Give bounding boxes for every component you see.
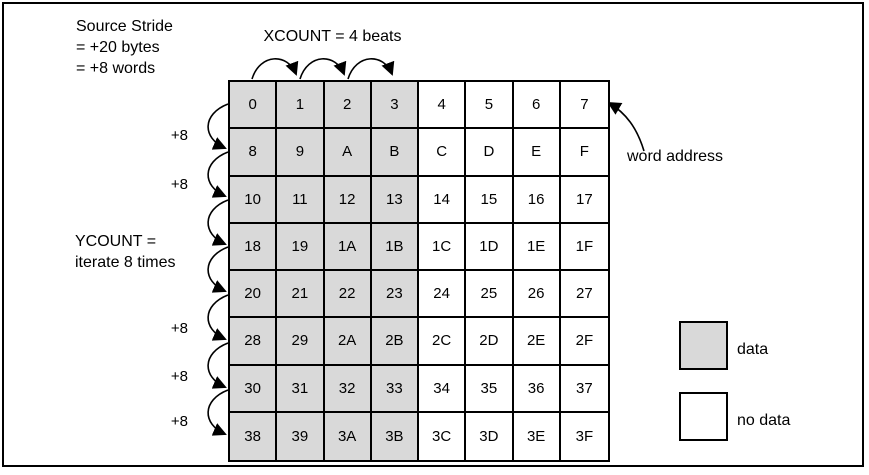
grid-cell-2D: 2D (466, 318, 514, 366)
legend-swatch-no-data (679, 392, 728, 441)
grid-cell-32: 32 (324, 365, 372, 413)
grid-cell-3A: 3A (324, 412, 372, 460)
grid-cell-16: 16 (513, 176, 561, 224)
grid-cell-11: 11 (277, 176, 325, 224)
grid-cell-8: 8 (230, 129, 278, 177)
grid-cell-34: 34 (419, 365, 467, 413)
grid-cell-20: 20 (230, 271, 278, 319)
grid-cell-5: 5 (466, 82, 514, 130)
grid-cell-3F: 3F (560, 412, 608, 460)
grid-cell-33: 33 (371, 365, 419, 413)
grid-cell-3B: 3B (371, 412, 419, 460)
grid-cell-3D: 3D (466, 412, 514, 460)
grid-cell-B: B (371, 129, 419, 177)
grid-cell-3: 3 (371, 82, 419, 130)
grid-cell-39: 39 (277, 412, 325, 460)
source-stride-line-3: = +8 words (76, 60, 156, 77)
grid-cell-0: 0 (230, 82, 278, 130)
source-stride-line-1: Source Stride (76, 18, 173, 35)
row-stride-label-5: +8 (170, 413, 188, 430)
grid-cell-A: A (324, 129, 372, 177)
grid-cell-2B: 2B (371, 318, 419, 366)
grid-cell-25: 25 (466, 271, 514, 319)
row-stride-label-4: +8 (170, 368, 188, 385)
xcount-label: XCOUNT = 4 beats (263, 28, 402, 45)
grid-cell-18: 18 (230, 223, 278, 271)
grid-cell-37: 37 (560, 365, 608, 413)
grid-cell-F: F (560, 129, 608, 177)
grid-cell-2: 2 (324, 82, 372, 130)
grid-cell-2C: 2C (419, 318, 467, 366)
grid-cell-1B: 1B (371, 223, 419, 271)
grid-cell-35: 35 (466, 365, 514, 413)
grid-cell-2F: 2F (560, 318, 608, 366)
grid-cell-6: 6 (513, 82, 561, 130)
legend-item-no-data: no data (679, 392, 790, 441)
grid-cell-23: 23 (371, 271, 419, 319)
ycount-line-2: iterate 8 times (75, 254, 176, 271)
grid-cell-27: 27 (560, 271, 608, 319)
grid-cell-14: 14 (419, 176, 467, 224)
grid-cell-2E: 2E (513, 318, 561, 366)
grid-cell-21: 21 (277, 271, 325, 319)
grid-cell-1D: 1D (466, 223, 514, 271)
grid-cell-24: 24 (419, 271, 467, 319)
grid-cell-29: 29 (277, 318, 325, 366)
grid-cell-3E: 3E (513, 412, 561, 460)
source-stride-label: Source Stride = +20 bytes = +8 words (76, 16, 173, 79)
grid-cell-31: 31 (277, 365, 325, 413)
grid-cell-19: 19 (277, 223, 325, 271)
row-stride-label-1: +8 (170, 127, 188, 144)
grid-cell-2A: 2A (324, 318, 372, 366)
grid-cell-1F: 1F (560, 223, 608, 271)
grid-cell-9: 9 (277, 129, 325, 177)
grid-cell-26: 26 (513, 271, 561, 319)
grid-cell-E: E (513, 129, 561, 177)
grid-cell-1: 1 (277, 82, 325, 130)
row-stride-label-3: +8 (170, 320, 188, 337)
legend-item-data: data (679, 321, 768, 370)
grid-cell-D: D (466, 129, 514, 177)
legend-label-data: data (737, 340, 769, 358)
grid-cell-7: 7 (560, 82, 608, 130)
grid-cell-1C: 1C (419, 223, 467, 271)
grid-cell-C: C (419, 129, 467, 177)
legend-swatch-data (679, 321, 728, 370)
grid-cell-1E: 1E (513, 223, 561, 271)
ycount-line-1: YCOUNT = (75, 233, 157, 250)
grid-cell-22: 22 (324, 271, 372, 319)
grid-cell-13: 13 (371, 176, 419, 224)
grid-cell-1A: 1A (324, 223, 372, 271)
grid-cell-12: 12 (324, 176, 372, 224)
legend-label-no-data: no data (737, 411, 791, 429)
grid-cell-36: 36 (513, 365, 561, 413)
grid-cell-3C: 3C (419, 412, 467, 460)
word-address-label: word address (627, 148, 724, 165)
grid-cell-15: 15 (466, 176, 514, 224)
source-stride-line-2: = +20 bytes (76, 39, 160, 56)
grid-cell-4: 4 (419, 82, 467, 130)
grid-cell-17: 17 (560, 176, 608, 224)
row-stride-label-2: +8 (170, 176, 188, 193)
ycount-label: YCOUNT = iterate 8 times (75, 231, 175, 273)
grid-cell-38: 38 (230, 412, 278, 460)
grid-cell-10: 10 (230, 176, 278, 224)
grid-cell-30: 30 (230, 365, 278, 413)
grid-cell-28: 28 (230, 318, 278, 366)
